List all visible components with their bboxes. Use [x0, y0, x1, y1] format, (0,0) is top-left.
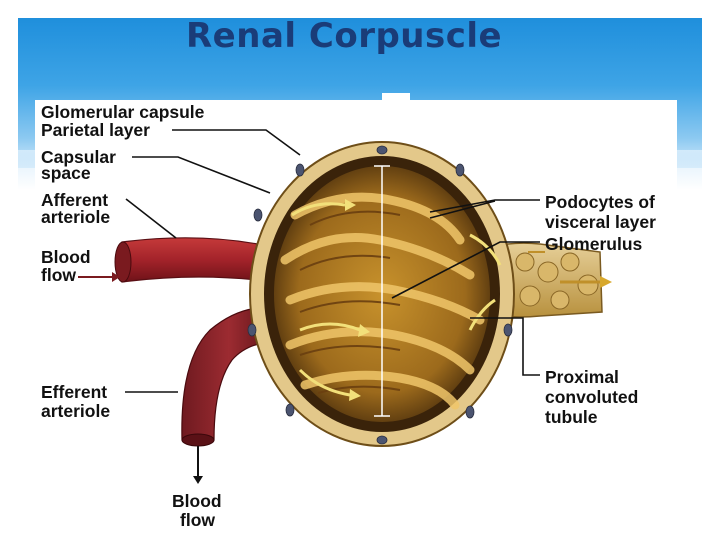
afferent-arteriole-shape [114, 237, 275, 283]
slide-title: Renal Corpuscle [186, 16, 503, 56]
label-capsular-space-line2: space [41, 163, 91, 183]
label-glomerulus: Glomerulus [545, 234, 643, 254]
label-blood-flow-in-line1: Blood [41, 247, 91, 267]
label-capsular-space-line1: Capsular [41, 147, 116, 167]
label-podocytes-line1: Podocytes of [545, 192, 655, 212]
label-glomerular-capsule: Glomerular capsule [41, 102, 205, 122]
blood-flow-arrows [78, 272, 203, 484]
label-parietal-layer: Parietal layer [41, 120, 150, 140]
label-efferent-line2: arteriole [41, 401, 111, 421]
label-afferent-line2: arteriole [41, 207, 111, 227]
label-blood-flow-out-line1: Blood [172, 491, 222, 511]
label-blood-flow-out-line2: flow [180, 510, 215, 530]
label-afferent-line1: Afferent [41, 190, 109, 210]
label-podocytes-line2: visceral layer [545, 212, 656, 232]
diameter-indicator [374, 165, 390, 417]
glomerular-capsule-shape [247, 141, 515, 447]
label-efferent-line1: Efferent [41, 382, 108, 402]
leader-lines [125, 129, 540, 393]
label-pct-line1: Proximal [545, 367, 619, 387]
panel-tab [382, 93, 410, 105]
label-pct-line2: convoluted [545, 387, 639, 407]
label-blood-flow-in-line2: flow [41, 265, 76, 285]
label-pct-line3: tubule [545, 407, 598, 427]
